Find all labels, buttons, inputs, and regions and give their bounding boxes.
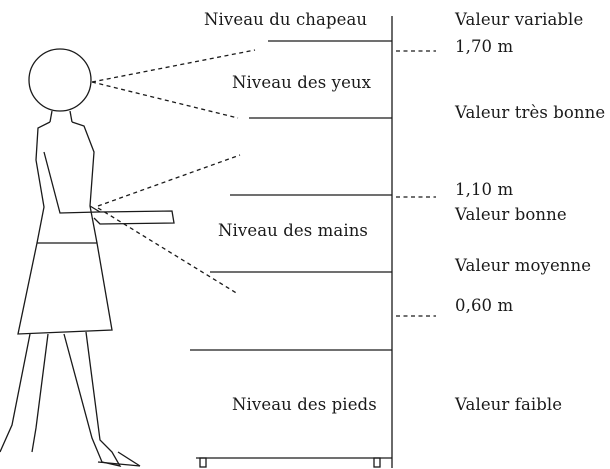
level-label-feet: Niveau des pieds [232, 395, 377, 414]
person-figure [0, 49, 174, 466]
value-label-good: Valeur bonne [455, 205, 567, 224]
value-label-medium: Valeur moyenne [455, 256, 591, 275]
person-skirt [18, 243, 112, 334]
sightline-lower [92, 82, 238, 118]
person-torso [72, 122, 97, 243]
person-leg-right [64, 332, 120, 466]
reach-line-upper [98, 155, 240, 206]
level-label-hands: Niveau des mains [218, 221, 368, 240]
person-neck [70, 111, 72, 122]
person-torso [36, 122, 50, 243]
sightline-upper [92, 50, 255, 82]
value-label-very-good: Valeur très bonne [455, 103, 605, 122]
person-leg-left [0, 334, 30, 452]
shelf-foot-right [374, 458, 380, 467]
shelf-foot-left [200, 458, 206, 467]
person-leg-left [32, 334, 48, 452]
person-head [29, 49, 91, 111]
height-label-170: 1,70 m [455, 37, 513, 56]
person-neck [50, 111, 52, 122]
value-label-variable: Valeur variable [455, 10, 583, 29]
value-label-low: Valeur faible [455, 395, 562, 414]
level-label-hat: Niveau du chapeau [204, 10, 367, 29]
height-label-060: 0,60 m [455, 296, 513, 315]
height-label-110: 1,10 m [455, 180, 513, 199]
reach-line-lower [98, 208, 238, 294]
level-label-eyes: Niveau des yeux [232, 73, 371, 92]
person-arm [44, 152, 174, 224]
